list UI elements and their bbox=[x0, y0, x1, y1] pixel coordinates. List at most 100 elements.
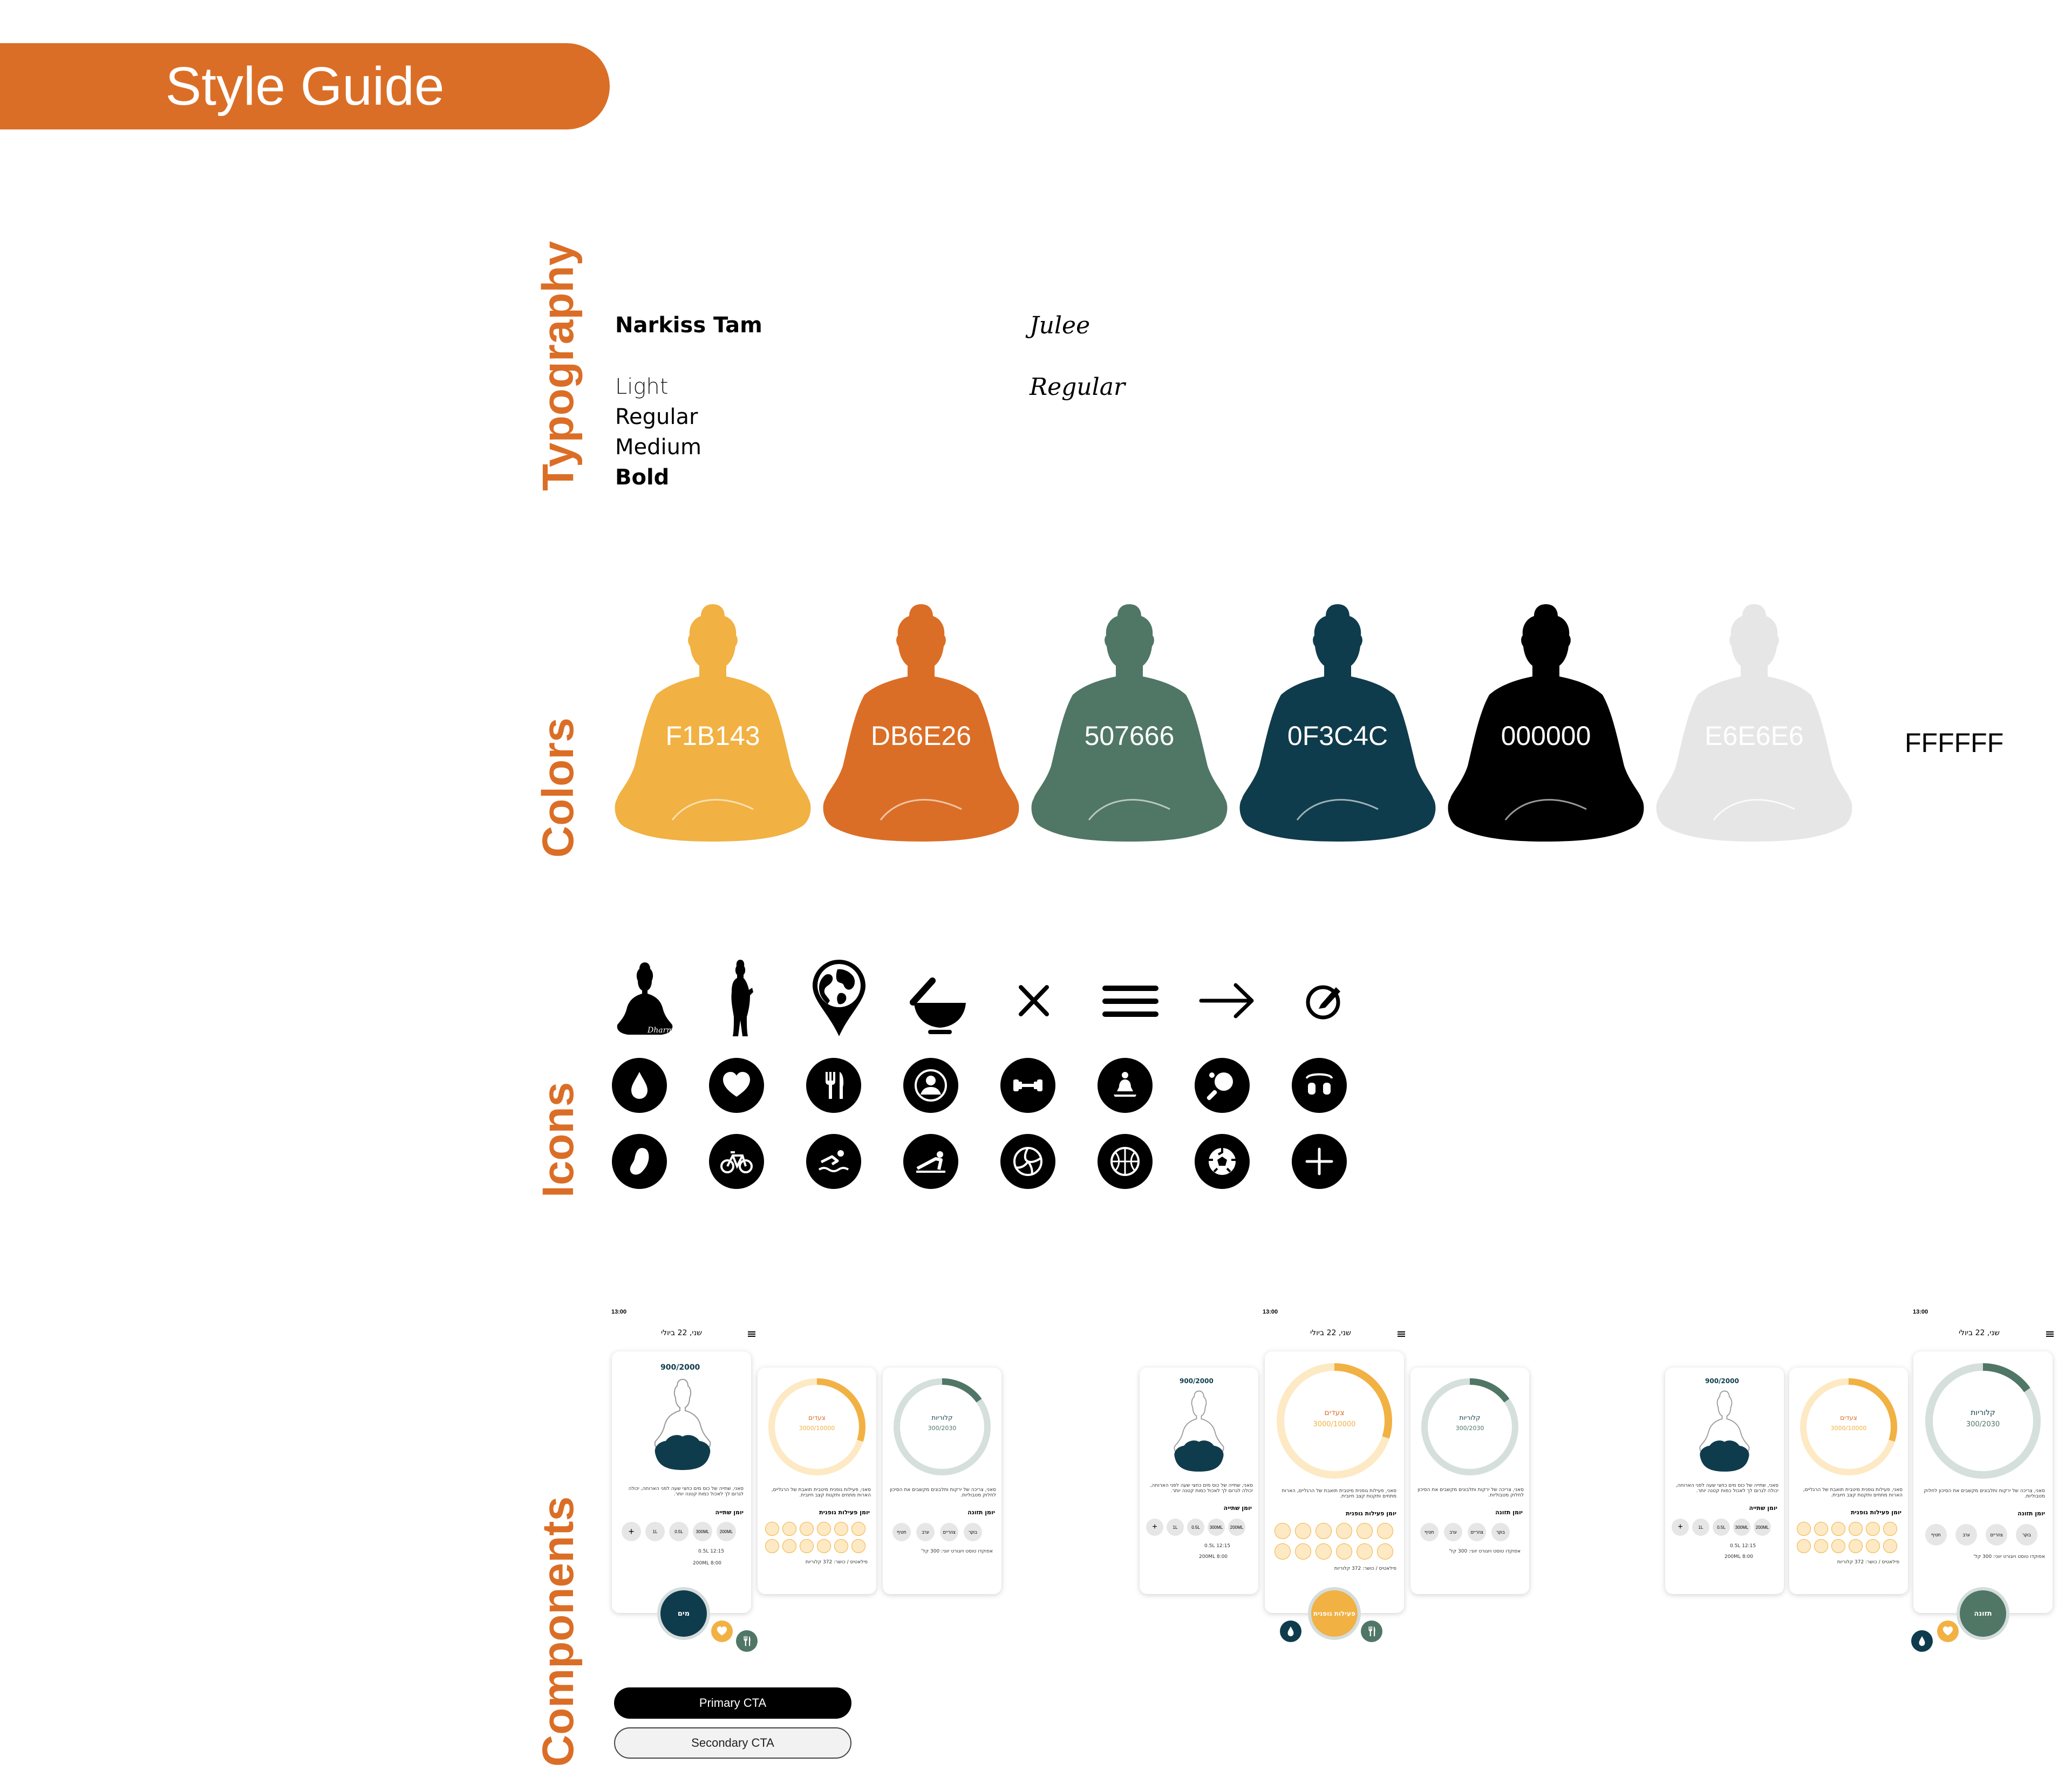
activity-chip[interactable] bbox=[1295, 1543, 1311, 1560]
food-mini-button[interactable] bbox=[1361, 1621, 1382, 1642]
water-chip-05l[interactable]: 0.5L bbox=[1713, 1519, 1730, 1536]
color-swatch-f1b143: F1B143 bbox=[613, 604, 813, 852]
activity-chip[interactable] bbox=[1797, 1539, 1811, 1553]
water-card[interactable]: 900/2000 סאני, שתייה של כוס מים כחצי שעה… bbox=[1665, 1368, 1784, 1594]
meal-chip[interactable]: ערב bbox=[1955, 1524, 1977, 1546]
activity-chip[interactable] bbox=[1357, 1523, 1373, 1539]
activity-chip[interactable] bbox=[1814, 1522, 1828, 1536]
steps-card[interactable]: צעדים 3000/10000 סאני, פעילות גופנית מיט… bbox=[1265, 1351, 1404, 1613]
water-mini-button[interactable] bbox=[1911, 1630, 1933, 1652]
water-card[interactable]: 900/2000 סאני, שתייה של כוס מים כחצי שעה… bbox=[612, 1351, 751, 1613]
activity-chip[interactable] bbox=[1883, 1539, 1897, 1553]
meal-chip[interactable]: ערב bbox=[916, 1523, 935, 1541]
water-chip-05l[interactable]: 0.5L bbox=[1187, 1519, 1204, 1536]
steps-mini-button[interactable] bbox=[1937, 1621, 1959, 1642]
activity-chip[interactable] bbox=[1849, 1539, 1863, 1553]
water-chip-300ml[interactable]: 300ML bbox=[1208, 1519, 1225, 1536]
meal-chip[interactable]: צהריים bbox=[1468, 1523, 1486, 1541]
meal-chip[interactable]: בוקר bbox=[2016, 1524, 2037, 1546]
primary-cta-button[interactable]: Primary CTA bbox=[614, 1687, 851, 1719]
add-water-button[interactable]: + bbox=[1146, 1519, 1163, 1536]
activity-chip[interactable] bbox=[800, 1539, 814, 1553]
activity-chip[interactable] bbox=[1336, 1543, 1352, 1560]
meal-chip[interactable]: צהריים bbox=[1986, 1524, 2007, 1546]
activity-chip[interactable] bbox=[834, 1539, 848, 1553]
activity-chip[interactable] bbox=[1274, 1523, 1291, 1539]
fork-knife-icon bbox=[806, 1058, 861, 1113]
menu-icon[interactable] bbox=[1398, 1331, 1405, 1337]
secondary-cta-button[interactable]: Secondary CTA bbox=[614, 1727, 851, 1759]
water-card[interactable]: 900/2000 סאני, שתייה של כוס מים כחצי שעה… bbox=[1140, 1368, 1258, 1594]
water-chip-1l[interactable]: 1L bbox=[1167, 1519, 1184, 1536]
steps-ring bbox=[1800, 1378, 1897, 1475]
steps-card[interactable]: צעדים 3000/10000 סאני, פעילות גופנית מיט… bbox=[758, 1368, 876, 1594]
meal-chip[interactable]: בוקר bbox=[964, 1523, 982, 1541]
water-chip-200ml[interactable]: 200ML bbox=[1754, 1519, 1771, 1536]
steps-card[interactable]: צעדים 3000/10000 סאני, פעילות גופנית מיט… bbox=[1789, 1368, 1908, 1594]
status-time: 13:00 bbox=[611, 1309, 627, 1315]
activity-chip[interactable] bbox=[1883, 1522, 1897, 1536]
water-chip-1l[interactable]: 1L bbox=[1692, 1519, 1709, 1536]
water-chip-1l[interactable]: 1L bbox=[645, 1522, 665, 1541]
water-mini-button[interactable] bbox=[1280, 1621, 1301, 1642]
activity-chip[interactable] bbox=[1316, 1543, 1332, 1560]
water-chip-300ml[interactable]: 300ML bbox=[693, 1522, 712, 1541]
activity-chip[interactable] bbox=[1295, 1523, 1311, 1539]
activity-chip[interactable] bbox=[817, 1522, 831, 1536]
add-water-button[interactable]: + bbox=[622, 1522, 641, 1541]
water-log-title: יומן שתייה bbox=[1749, 1505, 1777, 1512]
water-log-title: יומן שתייה bbox=[715, 1509, 744, 1516]
water-chip-200ml[interactable]: 200ML bbox=[1228, 1519, 1245, 1536]
volleyball-icon bbox=[1000, 1134, 1055, 1189]
add-water-button[interactable]: + bbox=[1672, 1519, 1689, 1536]
steps-mini-button[interactable] bbox=[711, 1621, 733, 1642]
water-chip-300ml[interactable]: 300ML bbox=[1733, 1519, 1750, 1536]
food-fab[interactable]: תזונה bbox=[1960, 1590, 2006, 1637]
activity-chip[interactable] bbox=[1274, 1543, 1291, 1560]
activity-chip[interactable] bbox=[800, 1522, 814, 1536]
water-fab[interactable]: מים bbox=[660, 1590, 707, 1637]
weight-bold: Bold bbox=[615, 465, 670, 490]
activity-chip[interactable] bbox=[765, 1522, 779, 1536]
food-mini-button[interactable] bbox=[736, 1630, 758, 1652]
activity-chip[interactable] bbox=[1377, 1523, 1393, 1539]
activity-chip[interactable] bbox=[782, 1539, 796, 1553]
standing-buddha-icon bbox=[707, 958, 777, 1038]
meal-chip[interactable]: צהריים bbox=[940, 1523, 958, 1541]
footprint-icon bbox=[612, 1134, 667, 1189]
activity-chip[interactable] bbox=[1797, 1522, 1811, 1536]
calories-card[interactable]: קלוריות 300/2030 סאני, צריכה של ירקות ות… bbox=[1913, 1351, 2053, 1613]
water-chip-200ml[interactable]: 200ML bbox=[717, 1522, 736, 1541]
menu-icon[interactable] bbox=[748, 1331, 755, 1337]
activity-chip[interactable] bbox=[782, 1522, 796, 1536]
activity-chip[interactable] bbox=[1866, 1522, 1880, 1536]
menu-icon[interactable] bbox=[2046, 1331, 2054, 1337]
activity-chip[interactable] bbox=[765, 1539, 779, 1553]
calories-card[interactable]: קלוריות 300/2030 סאני, צריכה של ירקות ות… bbox=[1410, 1368, 1529, 1594]
color-hex-ffffff: FFFFFF bbox=[1905, 728, 2004, 758]
activity-chip[interactable] bbox=[1377, 1543, 1393, 1560]
activity-chip[interactable] bbox=[1831, 1522, 1845, 1536]
meal-chip[interactable]: חטיף bbox=[1420, 1523, 1439, 1541]
activity-chip[interactable] bbox=[1316, 1523, 1332, 1539]
activity-chip[interactable] bbox=[851, 1539, 865, 1553]
water-drop-icon bbox=[612, 1058, 667, 1113]
steps-log-title: יומן פעילות גופנית bbox=[1346, 1510, 1396, 1517]
meal-chip[interactable]: חטיף bbox=[892, 1523, 911, 1541]
calories-card[interactable]: קלוריות 300/2030 סאני, צריכה של ירקות ות… bbox=[883, 1368, 1001, 1594]
activity-fab[interactable]: פעילות גופנית bbox=[1311, 1590, 1358, 1637]
meal-chip[interactable]: חטיף bbox=[1925, 1524, 1947, 1546]
date-label: שני, 22 ביולי bbox=[661, 1329, 702, 1337]
meal-chip[interactable]: ערב bbox=[1444, 1523, 1462, 1541]
water-chip-05l[interactable]: 0.5L bbox=[669, 1522, 689, 1541]
activity-chip[interactable] bbox=[1357, 1543, 1373, 1560]
activity-chip[interactable] bbox=[851, 1522, 865, 1536]
activity-chip[interactable] bbox=[1849, 1522, 1863, 1536]
activity-chip[interactable] bbox=[1866, 1539, 1880, 1553]
meal-chip[interactable]: בוקר bbox=[1491, 1523, 1510, 1541]
activity-chip[interactable] bbox=[817, 1539, 831, 1553]
activity-chip[interactable] bbox=[1831, 1539, 1845, 1553]
activity-chip[interactable] bbox=[834, 1522, 848, 1536]
activity-chip[interactable] bbox=[1336, 1523, 1352, 1539]
activity-chip[interactable] bbox=[1814, 1539, 1828, 1553]
